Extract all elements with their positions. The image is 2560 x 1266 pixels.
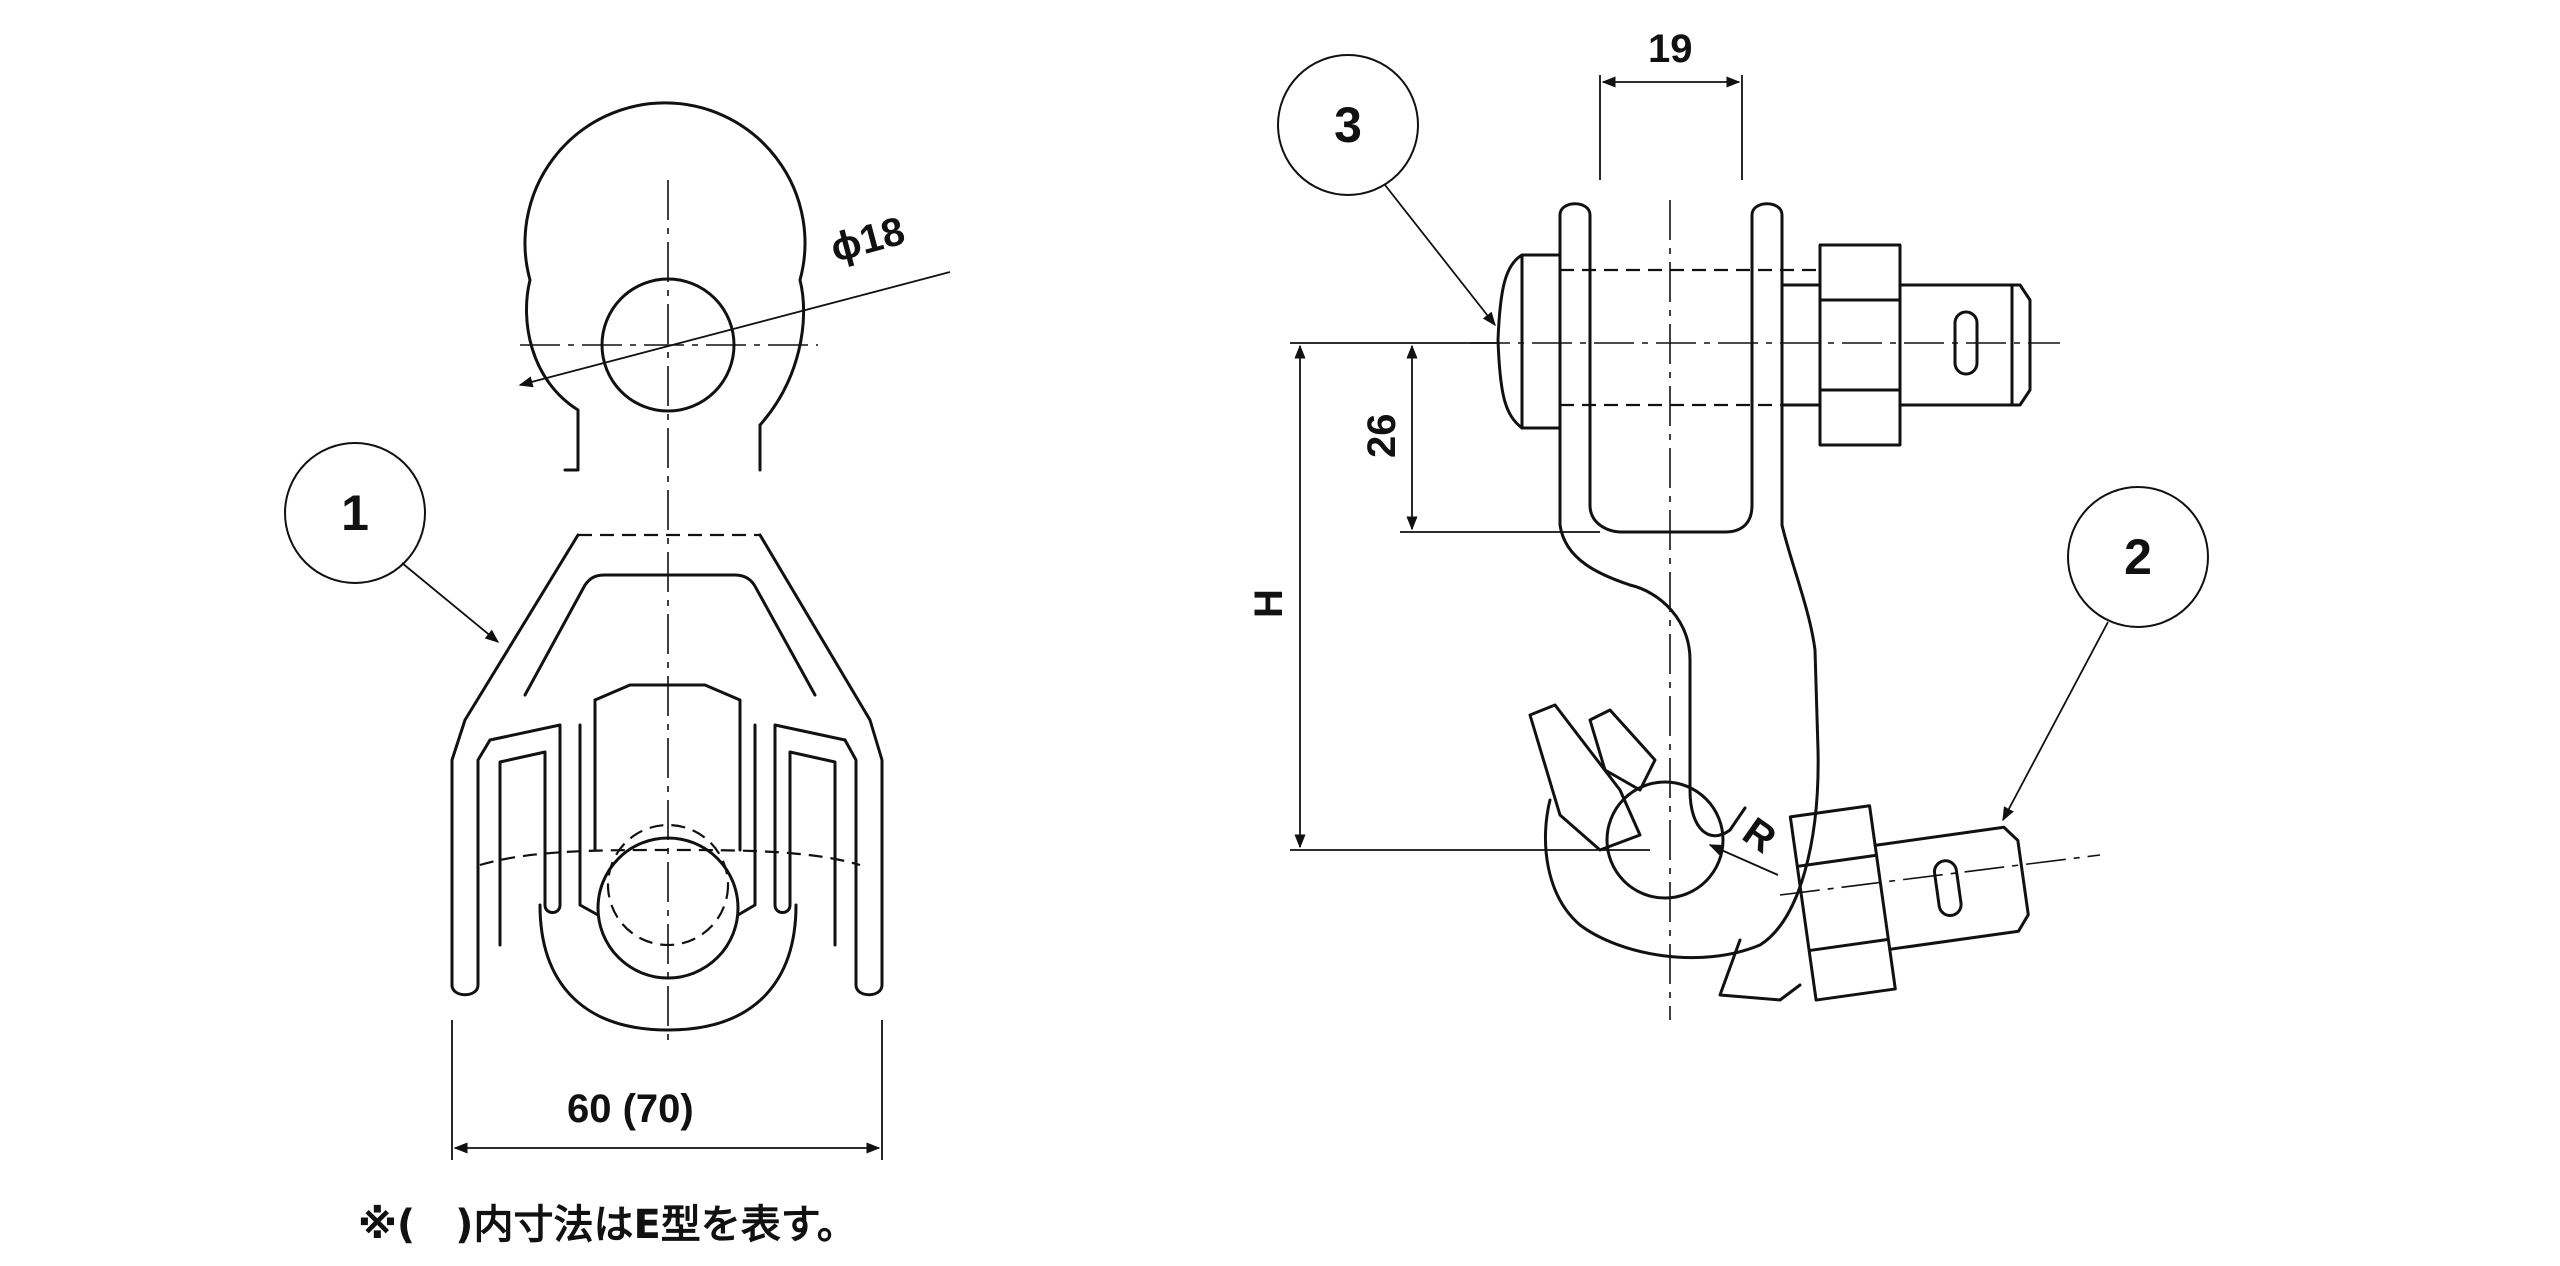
phi-leader (518, 271, 951, 388)
bolt-end (1898, 283, 2032, 407)
balloon-1: 1 (284, 442, 500, 643)
hook-body (1544, 523, 1820, 960)
inner-frame (523, 573, 817, 697)
lower-centerline (1779, 854, 2101, 896)
balloon-2: 2 (2002, 486, 2209, 822)
front-view: ϕ18 60 (70) (450, 101, 951, 1160)
dimension-note: ※( )内寸法はE型を表す。 (358, 1202, 857, 1248)
body-outer (450, 533, 580, 997)
balloon-1-leader (401, 562, 500, 643)
clevis-hidden-arc (479, 848, 861, 867)
eye-outline (523, 101, 807, 472)
pin-width-label: 19 (1648, 27, 1693, 71)
lower-bolt (1788, 804, 2030, 1002)
lower-cotter (1932, 859, 1963, 917)
right-bracket-inner (736, 723, 757, 917)
width-label: 60 (70) (567, 1087, 694, 1131)
balloon-3-number: 3 (1334, 97, 1362, 153)
balloon-1-number: 1 (341, 485, 369, 541)
balloon-2-circle (2067, 486, 2209, 628)
lower-bolt-end (1873, 825, 2030, 951)
nut (1818, 243, 1902, 447)
balloon-1-circle (284, 442, 426, 584)
radius-label: R (1735, 809, 1784, 862)
left-bracket-inner (578, 723, 600, 917)
right-bracket (773, 723, 847, 947)
balloon-3-leader (1384, 184, 1496, 327)
hook-throat (1605, 780, 1725, 900)
balloon-2-number: 2 (2124, 529, 2152, 585)
clevis-body-left (1558, 213, 1632, 587)
radius-leader (1708, 844, 1779, 876)
offset-label: 26 (1360, 414, 1404, 459)
balloon-3: 3 (1277, 54, 1496, 327)
hook-tip (1718, 938, 1802, 1002)
clevis-u (538, 903, 798, 1032)
bolt-head (1496, 253, 1562, 430)
center-block (593, 683, 742, 852)
latch (1528, 703, 1642, 852)
height-label: H (1247, 589, 1291, 618)
phi-label: ϕ18 (826, 209, 909, 271)
lower-nut (1788, 804, 1897, 1002)
body-outer-right (758, 533, 884, 997)
clevis-body (1558, 202, 1784, 534)
balloon-3-circle (1277, 54, 1419, 196)
left-bracket (488, 723, 562, 947)
latch-spring (1588, 708, 1657, 792)
balloon-2-leader (2002, 621, 2109, 822)
